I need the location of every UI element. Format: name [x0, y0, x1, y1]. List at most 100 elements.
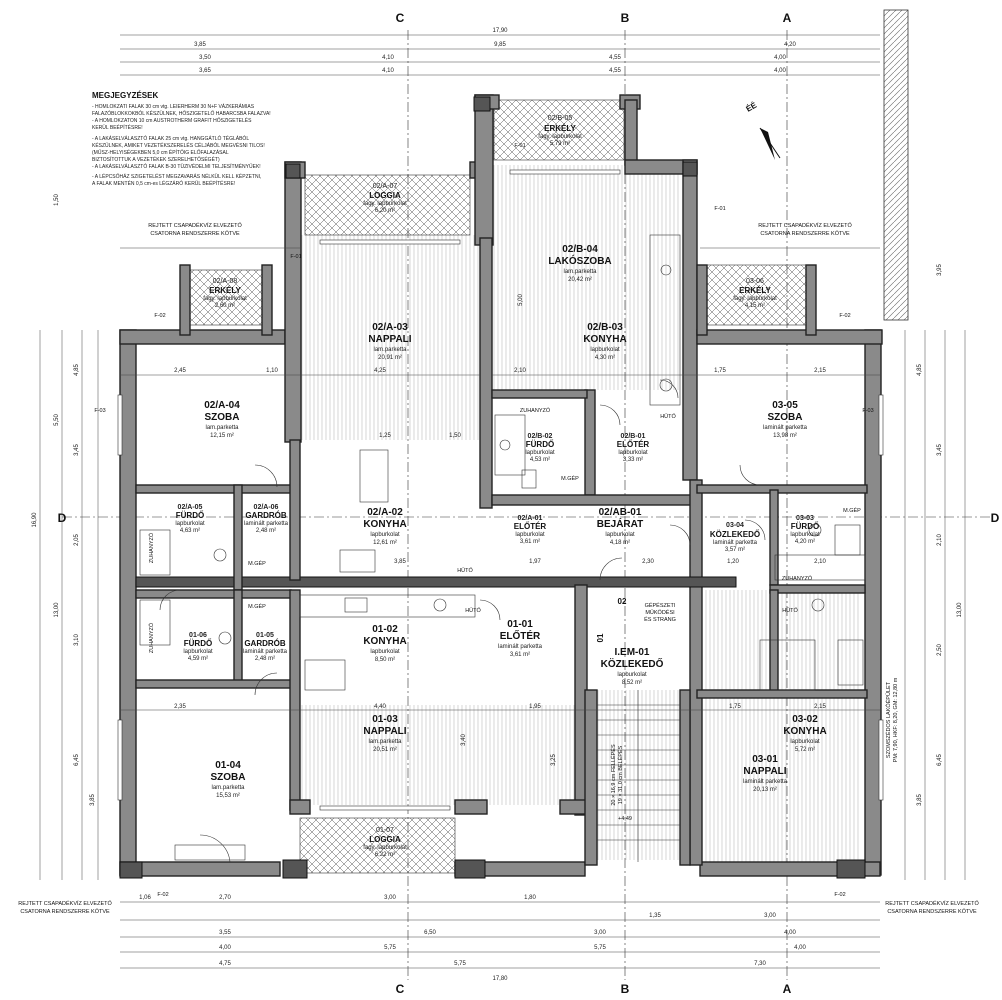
- dim-inner-15: 2,15: [814, 704, 826, 710]
- drain-label-line2: CSATORNA RENDSZERRE KÖTVE: [887, 908, 977, 915]
- room-id: 03-06: [746, 278, 764, 285]
- dim-inner-3: 1,50: [449, 433, 461, 439]
- dim-top-r4-0: 3,65: [199, 68, 211, 74]
- room-area: 15,53 m²: [216, 793, 240, 799]
- room-floor: lapburkolat: [175, 521, 205, 527]
- dim-inner-16: 1,20: [727, 559, 739, 565]
- dim-inner-13: 1,95: [529, 704, 541, 710]
- fridge-tag: HŰTŐ: [782, 607, 798, 614]
- dim-left-7: 6,45: [74, 754, 80, 766]
- room-name: SZOBA: [211, 772, 246, 783]
- room-area: 4,20 m²: [795, 539, 815, 545]
- mech-tag-2: MŰKÖDÉSI: [645, 609, 675, 616]
- dim-bot-r3-1: 5,75: [384, 945, 396, 951]
- note-line: (MŰSZ-HELYISÉGEKBEN 5,0 cm ÉPÍTŐIG ELŐFA…: [92, 149, 229, 156]
- room-id: 01-04: [215, 760, 241, 771]
- shower-tag: ZUHANYZÓ: [148, 532, 155, 563]
- room-area: 4,30 m²: [595, 355, 615, 361]
- room-area: 2,60 m²: [215, 303, 235, 309]
- dim-left-3: 3,45: [74, 444, 80, 456]
- washer-tag: M.GÉP: [843, 507, 861, 514]
- note-line: BIZTOSÍTOTTUK A VEZETÉKEK SZERELHETŐSÉGÉ…: [92, 156, 220, 163]
- dim-right-4: 2,50: [937, 644, 943, 656]
- axis-label-d-right: D: [991, 511, 1000, 525]
- room-id: 02/B-01: [621, 433, 646, 440]
- dim-left-2: 4,85: [74, 364, 80, 376]
- dim-bot-r1-0: 1,06: [139, 895, 151, 901]
- axis-label-b-top: B: [621, 11, 630, 25]
- room-id: 03-04: [726, 522, 744, 529]
- room-id: 02/A-05: [178, 504, 203, 511]
- dim-left-total: 16,90: [32, 512, 38, 528]
- room-name: ERKÉLY: [209, 286, 241, 295]
- room-area: 4,63 m²: [180, 528, 200, 534]
- room-name: ELŐTÉR: [500, 629, 541, 642]
- room-area: 3,33 m²: [623, 457, 643, 463]
- room-name: NAPPALI: [368, 334, 411, 345]
- room-name: SZOBA: [205, 412, 240, 423]
- dim-right-2: 2,10: [937, 534, 943, 546]
- washer-tag: M.GÉP: [561, 475, 579, 482]
- room-labels: 02/B-05 ERKÉLY fagy. lapburkolat 5,79 m²…: [175, 115, 826, 858]
- room-name: FÜRDŐ: [184, 639, 212, 648]
- dim-bot-r3-3: 4,00: [794, 945, 806, 951]
- facade-tag: F-03: [94, 408, 105, 414]
- room-id: 03-02: [792, 714, 818, 725]
- room-floor: laminált parketta: [244, 521, 289, 527]
- dim-inner-8: 1,25: [379, 433, 391, 439]
- room-area: 8,50 m²: [375, 657, 395, 663]
- room-area: 4,18 m²: [610, 540, 630, 546]
- room-area: 12,61 m²: [373, 540, 397, 546]
- washer-tag: M.GÉP: [248, 603, 266, 610]
- room-area: 13,98 m²: [773, 433, 797, 439]
- room-id: 02/B-03: [587, 322, 623, 333]
- room-id: 01-01: [507, 619, 533, 630]
- dim-inner-2: 4,25: [374, 368, 386, 374]
- room-name: KONYHA: [363, 519, 406, 530]
- dim-inner-5: 1,75: [714, 368, 726, 374]
- room-id: 02/A-08: [213, 278, 238, 285]
- room-floor: fagy. lapburkolat: [363, 845, 407, 851]
- dim-left-0: 5,50: [54, 414, 60, 426]
- dim-right-6: 3,85: [917, 794, 923, 806]
- axis-label-a-bottom: A: [783, 982, 792, 996]
- room-area: 2,48 m²: [255, 656, 275, 662]
- dim-bot-r2-0: 3,55: [219, 930, 231, 936]
- room-floor: lam.parketta: [205, 425, 239, 431]
- note-line: - A LAKÁSELVÁLASZTÓ FALAK B-30 TÜZIVÉDEL…: [92, 163, 261, 170]
- dim-bot-total: 17,80: [492, 976, 508, 982]
- dim-bot-r4-0: 4,75: [219, 961, 231, 967]
- level-mark: +4,49: [618, 816, 632, 822]
- mech-tag: GÉPÉSZETI: [645, 602, 676, 609]
- dim-top-r3-3: 4,00: [774, 55, 786, 61]
- appliance-tags: ZUHANYZÓ HŰTŐ M.GÉP ZUHANYZÓ M.GÉP HŰTŐ …: [94, 143, 899, 898]
- drain-label-line1: REJTETT CSAPADÉKVÍZ ELVEZETŐ: [148, 222, 242, 229]
- note-line: KERÜL BEÉPÍTÉSRE!: [92, 124, 143, 131]
- room-area: 4,15 m²: [745, 303, 765, 309]
- room-id: 02/B-04: [562, 244, 598, 255]
- facade-tag: F-02: [834, 892, 845, 898]
- dimension-lines: [39, 34, 966, 969]
- room-floor: lam.parketta: [563, 269, 597, 275]
- note-line: FALAZÓBLOKKOKBÓL KÉSZÜLNEK, HŐSZIGETELŐ …: [92, 110, 271, 117]
- room-floor: lapburkolat: [370, 649, 400, 655]
- dim-bot-r1-3: 1,80: [524, 895, 536, 901]
- room-floor: lapburkolat: [370, 532, 400, 538]
- room-id: 01-06: [189, 632, 207, 639]
- room-floor: laminált parketta: [498, 644, 543, 650]
- room-floor: laminált parketta: [743, 779, 788, 785]
- drain-label-line1: REJTETT CSAPADÉKVÍZ ELVEZETŐ: [885, 900, 979, 907]
- drain-label-line2: CSATORNA RENDSZERRE KÖTVE: [20, 908, 110, 915]
- dim-inner-19: 3,40: [461, 734, 467, 746]
- room-floor: fagy. lapburkolat: [203, 296, 247, 302]
- room-name: ELŐTÉR: [617, 440, 650, 449]
- note-line: - A LAKÁSELVÁLASZTÓ FALAK 25 cm vtg. HAN…: [92, 135, 249, 142]
- room-id: 03-01: [752, 754, 778, 765]
- room-floor: lapburkolat: [515, 532, 545, 538]
- shower-tag: ZUHANYZÓ: [148, 622, 155, 653]
- dim-bot-r2-1: 6,50: [424, 930, 436, 936]
- dim-top-r3-0: 3,50: [199, 55, 211, 61]
- note-line: KÉSZÜLNEK, AMIKET VEZETÉKSZERELÉS CÉLJÁB…: [92, 142, 265, 149]
- dim-inner-14: 1,75: [729, 704, 741, 710]
- dim-inner-17: 2,10: [814, 559, 826, 565]
